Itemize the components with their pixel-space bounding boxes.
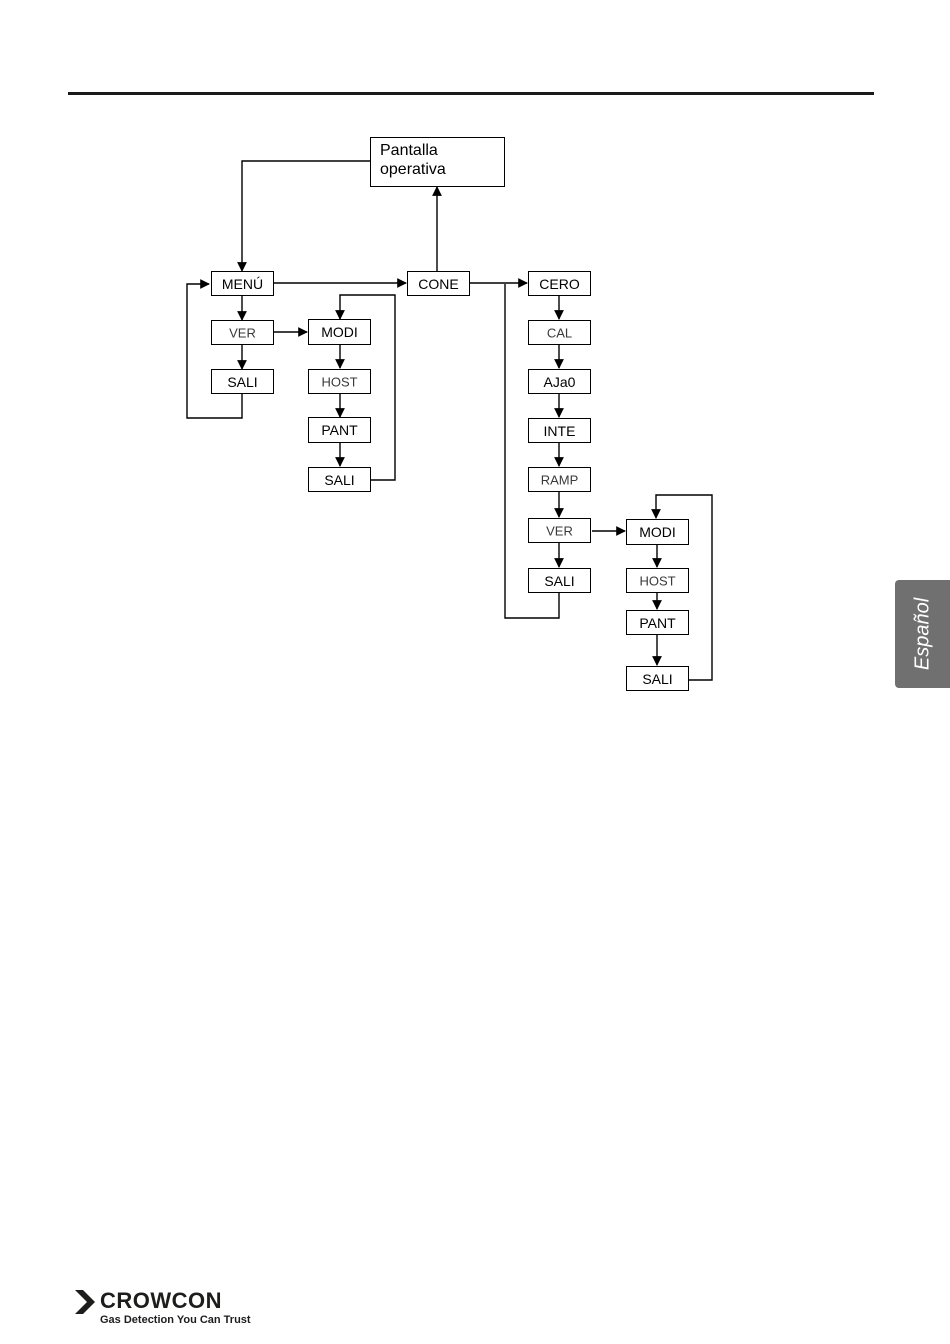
- menu-pant-label: PANT: [309, 423, 370, 437]
- menu-ver-label: VER: [212, 326, 273, 339]
- cone-modi-box: MODI: [626, 519, 689, 545]
- flowchart-connectors: [0, 0, 950, 720]
- inte-label: INTE: [529, 424, 590, 438]
- operating-screen-label: Pantalla operativa: [380, 141, 504, 179]
- cero-box: CERO: [528, 271, 591, 296]
- menu-box: MENÚ: [211, 271, 274, 296]
- brand-tagline: Gas Detection You Can Trust: [100, 1314, 251, 1326]
- language-tab-label: Español: [911, 598, 934, 670]
- menu-sali2-box: SALI: [308, 467, 371, 492]
- cone-sali2-box: SALI: [626, 666, 689, 691]
- menu-pant-box: PANT: [308, 417, 371, 443]
- cone-pant-label: PANT: [627, 616, 688, 630]
- cone-host-label: HOST: [627, 574, 688, 587]
- cone-sali-box: SALI: [528, 568, 591, 593]
- menu-sali-box: SALI: [211, 369, 274, 394]
- aja0-box: AJa0: [528, 369, 591, 394]
- cal-box: CAL: [528, 320, 591, 345]
- menu-modi-box: MODI: [308, 319, 371, 345]
- cone-modi-label: MODI: [627, 525, 688, 539]
- operating-screen-box: Pantalla operativa: [370, 137, 505, 187]
- edge-screen-to-menu: [242, 161, 370, 271]
- cone-ver-label: VER: [529, 524, 590, 537]
- ramp-label: RAMP: [529, 473, 590, 486]
- menu-modi-label: MODI: [309, 325, 370, 339]
- crowcon-logo: CROWCON Gas Detection You Can Trust: [75, 1290, 275, 1330]
- menu-sali2-label: SALI: [309, 473, 370, 487]
- cone-sali-label: SALI: [529, 574, 590, 588]
- inte-box: INTE: [528, 418, 591, 443]
- crowcon-logo-icon: [75, 1290, 97, 1314]
- aja0-label: AJa0: [529, 375, 590, 389]
- menu-sali-label: SALI: [212, 375, 273, 389]
- cone-pant-box: PANT: [626, 610, 689, 635]
- language-tab: Español: [895, 580, 950, 688]
- cal-label: CAL: [529, 326, 590, 339]
- ramp-box: RAMP: [528, 467, 591, 492]
- cone-label: CONE: [408, 277, 469, 291]
- brand-name: CROWCON: [100, 1288, 222, 1314]
- menu-host-box: HOST: [308, 369, 371, 394]
- cero-label: CERO: [529, 277, 590, 291]
- menu-label: MENÚ: [212, 277, 273, 291]
- cone-sali2-label: SALI: [627, 672, 688, 686]
- cone-host-box: HOST: [626, 568, 689, 593]
- cone-ver-box: VER: [528, 518, 591, 543]
- cone-box: CONE: [407, 271, 470, 296]
- edge-sali-loop-menu: [187, 284, 242, 418]
- menu-host-label: HOST: [309, 375, 370, 388]
- menu-ver-box: VER: [211, 320, 274, 345]
